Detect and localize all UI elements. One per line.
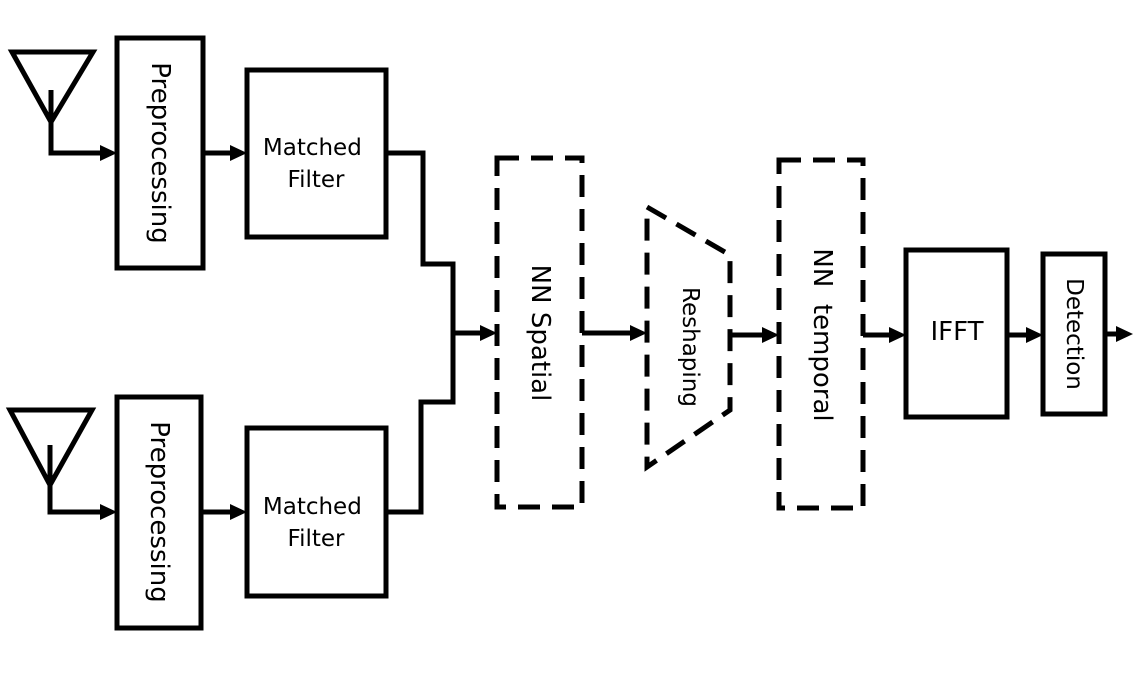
connector-nn-temporal-to-ifft [863,327,906,343]
connector-ifft-to-detection [1007,327,1043,343]
preprocessing-label-top: Preprocessing [145,62,175,243]
nn-temporal-block: NN temporal [776,157,866,511]
connector-antenna-to-preprocessing-top [100,145,117,161]
detection-block: Detection [1040,251,1108,417]
connector-matched-filters-to-nn-spatial [386,150,497,515]
antenna-bottom-icon [5,407,100,515]
reshaping-block: Reshaping [644,202,733,472]
matched-filter-label-bottom: Matched Filter [263,494,369,552]
reshaping-label: Reshaping [677,287,703,407]
ifft-label: IFFT [930,317,983,347]
preprocessing-block-top: Preprocessing [114,35,206,271]
antenna-top-icon [7,49,100,156]
detection-label: Detection [1061,278,1087,390]
matched-filter-block-top: Matched Filter [244,67,389,240]
connector-preprocessing-to-matched-filter-top [203,145,247,161]
output-arrow [1105,326,1133,342]
matched-filter-block-bottom: Matched Filter [244,425,389,599]
preprocessing-label-bottom: Preprocessing [144,421,174,602]
nn-spatial-block: NN Spatial [494,155,585,510]
ifft-block: IFFT [903,247,1010,420]
connector-preprocessing-to-matched-filter-bottom [201,504,247,520]
connector-nn-spatial-to-reshaping [582,325,647,341]
connector-antenna-to-preprocessing-bottom [100,504,117,520]
connector-reshaping-to-nn-temporal [730,327,779,343]
preprocessing-block-bottom: Preprocessing [114,394,204,631]
nn-temporal-label: NN temporal [807,248,837,421]
matched-filter-label-top: Matched Filter [263,135,369,193]
nn-spatial-label: NN Spatial [525,265,555,402]
